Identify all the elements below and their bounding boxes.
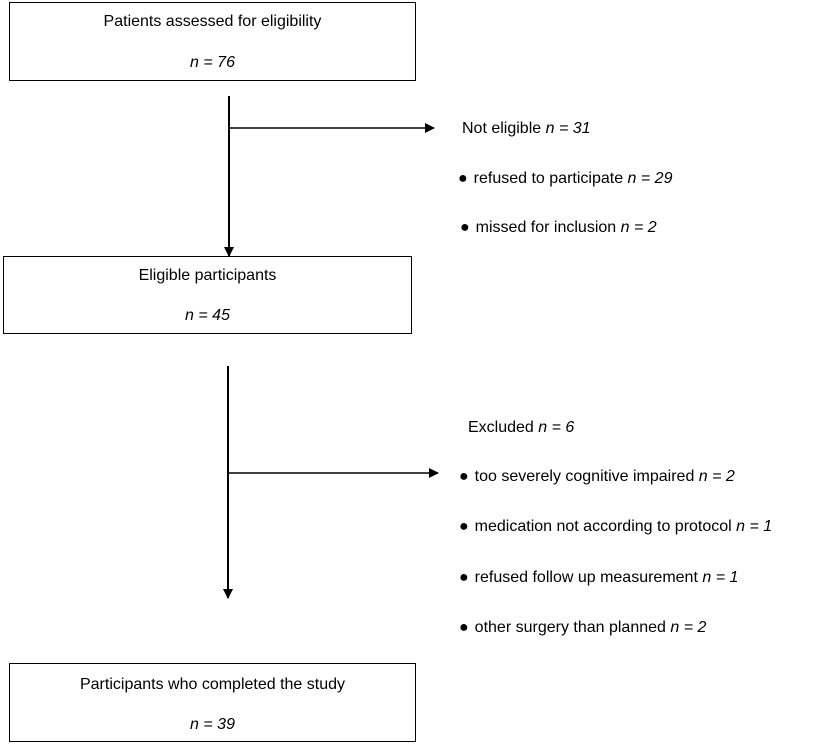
- bullet-icon: ●: [459, 518, 469, 535]
- not-eligible-item: ● refused to participate n = 29: [458, 170, 672, 188]
- excluded-item: ● too severely cognitive impaired n = 2: [459, 468, 735, 486]
- excluded-item-count: n = 2: [670, 619, 707, 636]
- excluded-item-text: medication not according to protocol: [474, 518, 732, 535]
- box-completed-count: n = 39: [190, 716, 235, 733]
- not-eligible-item-count: n = 2: [620, 219, 657, 236]
- not-eligible-item-count: n = 29: [627, 170, 673, 187]
- excluded-count: n = 6: [538, 419, 575, 436]
- excluded-item: ● other surgery than planned n = 2: [459, 619, 706, 637]
- excluded-item-count: n = 1: [702, 569, 739, 586]
- box-completed: Participants who completed the study n =…: [9, 663, 416, 742]
- not-eligible-heading: Not eligible n = 31: [462, 120, 591, 138]
- box-assessed-count: n = 76: [190, 54, 235, 71]
- not-eligible-item-text: refused to participate: [473, 170, 624, 187]
- not-eligible-item-text: missed for inclusion: [475, 219, 617, 236]
- box-completed-title: Participants who completed the study: [79, 676, 346, 693]
- not-eligible-item: ● missed for inclusion n = 2: [460, 219, 657, 237]
- bullet-icon: ●: [460, 219, 470, 236]
- excluded-item: ● refused follow up measurement n = 1: [459, 569, 738, 587]
- bullet-icon: ●: [459, 619, 469, 636]
- box-assessed: Patients assessed for eligibility n = 76: [9, 2, 416, 81]
- bullet-icon: ●: [459, 468, 469, 485]
- excluded-item-text: other surgery than planned: [474, 619, 666, 636]
- excluded-item: ● medication not according to protocol n …: [459, 518, 772, 536]
- bullet-icon: ●: [458, 170, 468, 187]
- excluded-heading: Excluded n = 6: [468, 419, 574, 437]
- bullet-icon: ●: [459, 569, 469, 586]
- box-eligible-title: Eligible participants: [138, 267, 277, 284]
- not-eligible-count: n = 31: [545, 120, 591, 137]
- box-assessed-title: Patients assessed for eligibility: [103, 13, 322, 30]
- excluded-label: Excluded: [468, 419, 534, 436]
- box-eligible: Eligible participants n = 45: [3, 256, 412, 334]
- excluded-item-count: n = 1: [736, 518, 773, 535]
- box-eligible-count: n = 45: [185, 307, 230, 324]
- excluded-item-text: too severely cognitive impaired: [474, 468, 695, 485]
- excluded-item-count: n = 2: [698, 468, 735, 485]
- excluded-item-text: refused follow up measurement: [474, 569, 698, 586]
- not-eligible-label: Not eligible: [462, 120, 542, 137]
